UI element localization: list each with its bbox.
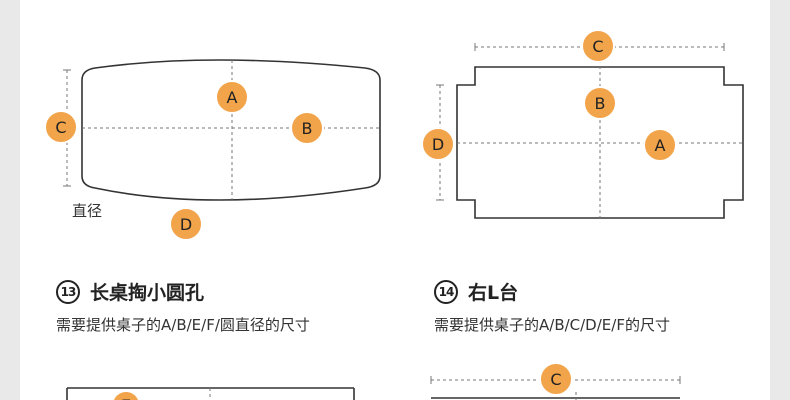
marker-b: B	[290, 111, 324, 145]
section-number-badge: 14	[434, 279, 458, 304]
bottom-right-marker: C	[550, 370, 561, 389]
section-13-description: 需要提供桌子的A/B/E/F/圆直径的尺寸	[56, 316, 310, 334]
diameter-label: 直径	[72, 202, 102, 220]
svg-text:C: C	[55, 118, 66, 137]
section-title-text: 长桌掏小圆孔	[90, 282, 205, 304]
svg-text:A: A	[655, 136, 666, 155]
section-13-title: 13 长桌掏小圆孔	[56, 278, 204, 305]
section-number-badge: 13	[56, 279, 80, 304]
table-diagrams: A B C D 直径	[44, 29, 744, 400]
l-table-diagram: C B A D	[421, 29, 744, 219]
marker-a-right: A	[643, 128, 677, 162]
marker-c: C	[44, 110, 78, 144]
marker-a: A	[215, 80, 249, 114]
section-title-text: 右L台	[468, 282, 519, 304]
svg-text:B: B	[595, 94, 606, 113]
svg-text:C: C	[592, 37, 603, 56]
svg-text:B: B	[302, 119, 313, 138]
oval-table-outline	[81, 59, 381, 201]
product-spec-page: A B C D 直径	[20, 0, 770, 400]
svg-text:A: A	[227, 88, 238, 107]
oval-table-diagram: A B C D 直径	[44, 59, 381, 241]
section-14-title: 14 右L台	[434, 278, 518, 305]
marker-c-top: C	[581, 29, 615, 63]
l-table-outline	[456, 66, 744, 219]
bottom-right-diagram: C	[430, 362, 681, 400]
bottom-left-diagram: E	[66, 387, 355, 400]
marker-d: D	[169, 207, 203, 241]
section-14-description: 需要提供桌子的A/B/C/D/E/F的尺寸	[434, 316, 670, 334]
bottom-left-marker: E	[121, 396, 131, 400]
marker-d-left: D	[421, 127, 455, 161]
marker-b-right: B	[583, 86, 617, 120]
svg-text:D: D	[432, 135, 444, 154]
svg-text:D: D	[180, 215, 192, 234]
